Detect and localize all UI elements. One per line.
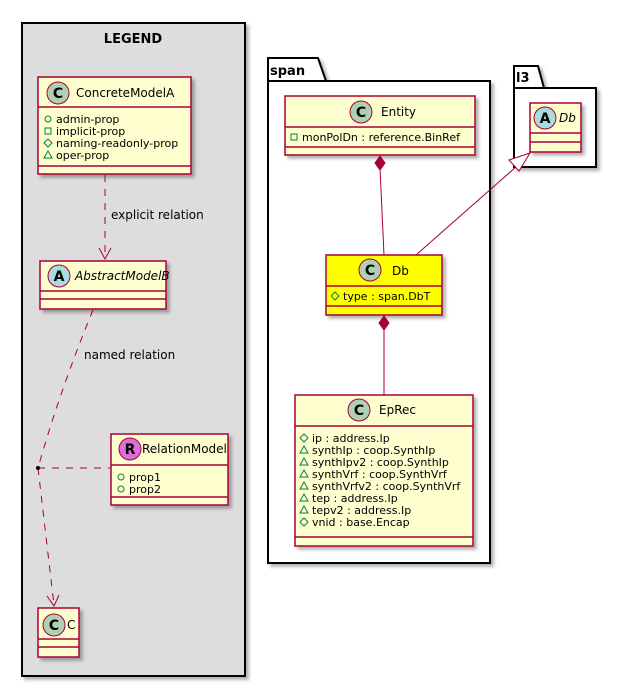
public-visibility-icon xyxy=(44,115,52,123)
protected-visibility-icon xyxy=(330,291,340,301)
composition-entity-db xyxy=(374,155,386,256)
stereotype-letter: C xyxy=(356,105,366,121)
class-name: RelationModel xyxy=(142,442,227,456)
attribute-text: admin-prop xyxy=(56,113,119,126)
generalization-db-l3db xyxy=(415,152,532,256)
attribute-text: synthVrfv2 : coop.SynthVrf xyxy=(312,480,461,493)
stereotype-letter: C xyxy=(365,263,375,279)
attribute-text: naming-readonly-prop xyxy=(56,137,178,150)
legend-title: LEGEND xyxy=(104,32,163,47)
attribute-text: synthVrf : coop.SynthVrf xyxy=(312,468,448,481)
package-label: span xyxy=(270,64,305,79)
abstract-stereotype-icon xyxy=(47,264,71,288)
class-stereotype-icon xyxy=(358,258,382,282)
stereotype-letter: C xyxy=(53,86,63,102)
class-db[interactable]: C Db type : span.DbT xyxy=(325,254,443,316)
class-stereotype-icon xyxy=(347,398,371,422)
attribute-text: synthIpv2 : coop.SynthIp xyxy=(312,456,449,469)
attribute-text: tepv2 : address.Ip xyxy=(312,504,411,517)
package-visibility-icon xyxy=(299,456,309,466)
package-visibility-icon xyxy=(43,149,53,159)
package-visibility-icon xyxy=(299,504,309,514)
relation-stereotype-icon xyxy=(118,437,142,461)
package-visibility-icon xyxy=(299,480,309,490)
named-relation-arrow xyxy=(36,309,110,608)
package-visibility-icon xyxy=(299,468,309,478)
protected-visibility-icon xyxy=(43,138,53,148)
class-concrete-model-a[interactable]: C ConcreteModelA admin-propimplicit-prop… xyxy=(37,76,192,175)
attribute-text: prop2 xyxy=(129,483,161,496)
attribute-text: vnid : base.Encap xyxy=(312,516,410,529)
public-visibility-icon xyxy=(117,473,125,481)
class-name: C xyxy=(67,618,75,632)
package-label: l3 xyxy=(516,71,530,86)
class-name: Db xyxy=(392,264,409,278)
attribute-text: monPolDn : reference.BinRef xyxy=(302,131,461,144)
stereotype-letter: A xyxy=(54,269,65,285)
attribute-text: prop1 xyxy=(129,471,161,484)
explicit-relation-label: explicit relation xyxy=(111,208,204,222)
class-name: Entity xyxy=(381,105,416,119)
class-entity[interactable]: C Entity monPolDn : reference.BinRef xyxy=(284,95,476,156)
class-abstract-model-b[interactable]: A AbstractModelB xyxy=(39,260,170,310)
class-name: ConcreteModelA xyxy=(76,86,175,100)
stereotype-letter: C xyxy=(49,618,59,634)
attribute-text: oper-prop xyxy=(56,149,109,162)
abstract-stereotype-icon xyxy=(533,106,557,130)
attribute-text: synthIp : coop.SynthIp xyxy=(312,444,435,457)
attribute-text: implicit-prop xyxy=(56,125,125,138)
attribute-text: type : span.DbT xyxy=(343,290,431,303)
class-name: EpRec xyxy=(379,403,416,417)
class-stereotype-icon xyxy=(42,613,66,637)
class-name: AbstractModelB xyxy=(74,269,170,283)
class-c[interactable]: C C xyxy=(37,607,80,658)
class-name: Db xyxy=(559,111,576,125)
public-visibility-icon xyxy=(117,485,125,493)
package-visibility-icon xyxy=(299,444,309,454)
stereotype-letter: R xyxy=(125,442,136,458)
protected-visibility-icon xyxy=(299,517,309,527)
class-stereotype-icon xyxy=(349,100,373,124)
class-l3-db[interactable]: A Db xyxy=(529,102,582,153)
private-visibility-icon xyxy=(290,133,298,141)
class-stereotype-icon xyxy=(46,81,70,105)
attribute-text: tep : address.Ip xyxy=(312,492,398,505)
composition-db-eprec xyxy=(378,315,390,395)
stereotype-letter: A xyxy=(540,111,551,127)
private-visibility-icon xyxy=(44,127,52,135)
explicit-relation-arrow xyxy=(98,175,112,261)
named-relation-label: named relation xyxy=(84,348,175,362)
stereotype-letter: C xyxy=(354,403,364,419)
package-visibility-icon xyxy=(299,492,309,502)
protected-visibility-icon xyxy=(299,433,309,443)
attribute-text: ip : address.Ip xyxy=(312,432,390,445)
